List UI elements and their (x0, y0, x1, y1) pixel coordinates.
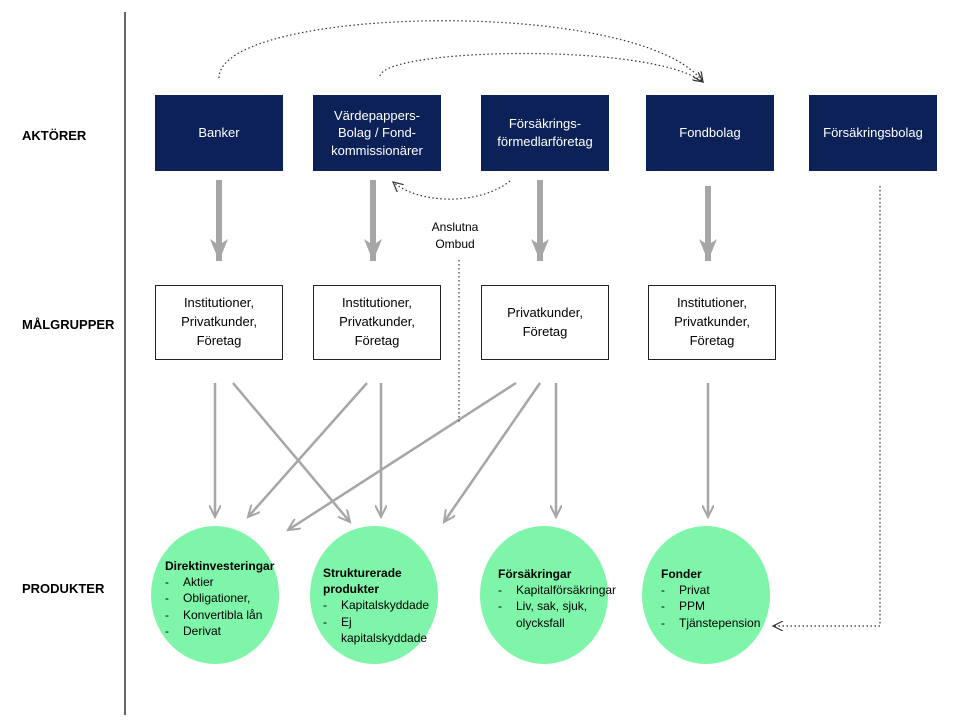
actor-forsakringsbolag: Försäkringsbolag (809, 95, 937, 171)
product-item: Kapitalförsäkringar (498, 582, 616, 598)
dotted-forsakringsbolag-to-fonder (773, 186, 881, 626)
actor-label: Banker (198, 125, 240, 141)
product-title: Försäkringar (498, 567, 572, 581)
product-item: Ej kapitalskyddade (323, 614, 438, 646)
dotted-formedlare-to-vardepapper (393, 180, 511, 200)
product-title: Direktinvesteringar (165, 559, 275, 573)
product-item: Konvertibla lån (165, 607, 274, 623)
target-group-label: Institutioner, Privatkunder, Företag (339, 295, 415, 348)
product-item: Privat (661, 582, 760, 598)
target-group-label: Privatkunder, Företag (507, 304, 583, 339)
dotted-vardepapper-to-fondbolag (379, 52, 703, 83)
actor-label: Värdepappers- Bolag / Fond- kommissionär… (331, 107, 423, 158)
target-group-fondbolag: Institutioner, Privatkunder, Företag (648, 285, 776, 360)
arrow-t1-strukt (232, 382, 350, 522)
product-direktinvesteringar: Direktinvesteringar Aktier Obligationer,… (151, 526, 279, 664)
actor-label: Försäkrings- förmedlarföretag (497, 116, 593, 149)
arrow-t2-direkt (248, 382, 368, 517)
arrow-t3-strukt (444, 382, 542, 522)
dotted-banker-to-fondbolag (218, 20, 703, 82)
product-item: Derivat (165, 623, 274, 639)
product-item: Tjänstepension (661, 615, 760, 631)
target-group-formedlare: Privatkunder, Företag (481, 285, 609, 360)
product-title: Strukturerade produkter (323, 566, 402, 597)
arrow-t3-direkt (288, 381, 517, 530)
target-group-banker: Institutioner, Privatkunder, Företag (155, 285, 283, 360)
product-strukturerade: Strukturerade produkter Kapitalskyddade … (310, 526, 438, 664)
target-group-vardepapper: Institutioner, Privatkunder, Företag (313, 285, 441, 360)
product-item-list: Aktier Obligationer, Konvertibla lån Der… (165, 574, 274, 639)
actor-label: Försäkringsbolag (823, 125, 923, 141)
row-label-target-groups: MÅLGRUPPER (22, 317, 115, 332)
row-label-actors: AKTÖRER (22, 128, 87, 143)
product-item-list: Privat PPM Tjänstepension (661, 582, 760, 631)
actor-vardepappersbolag: Värdepappers- Bolag / Fond- kommissionär… (313, 95, 441, 171)
actor-label: Fondbolag (679, 125, 741, 141)
product-item: PPM (661, 598, 760, 614)
actor-to-target-arrows (210, 180, 717, 261)
product-item: Obligationer, (165, 590, 274, 606)
product-forsakringar: Försäkringar Kapitalförsäkringar Liv, sa… (480, 526, 616, 664)
product-item-list: Kapitalskyddade Ej kapitalskyddade (323, 597, 438, 646)
dotted-connectors (218, 20, 881, 626)
row-label-products: PRODUKTER (22, 581, 105, 596)
target-group-label: Institutioner, Privatkunder, Företag (181, 295, 257, 348)
target-group-label: Institutioner, Privatkunder, Företag (674, 295, 750, 348)
product-item: Aktier (165, 574, 274, 590)
product-item-list: Kapitalförsäkringar Liv, sak, sjuk, olyc… (498, 582, 616, 631)
product-fonder: Fonder Privat PPM Tjänstepension (642, 526, 770, 664)
product-item: Liv, sak, sjuk, olycksfall (498, 598, 616, 630)
product-title: Fonder (661, 567, 702, 581)
actor-banker: Banker (155, 95, 283, 171)
annotation-anslutna-ombud: Anslutna Ombud (431, 220, 479, 252)
target-to-product-arrows (215, 381, 708, 530)
product-item: Kapitalskyddade (323, 597, 438, 613)
actor-forsakringsformedlare: Försäkrings- förmedlarföretag (481, 95, 609, 171)
actor-fondbolag: Fondbolag (646, 95, 774, 171)
